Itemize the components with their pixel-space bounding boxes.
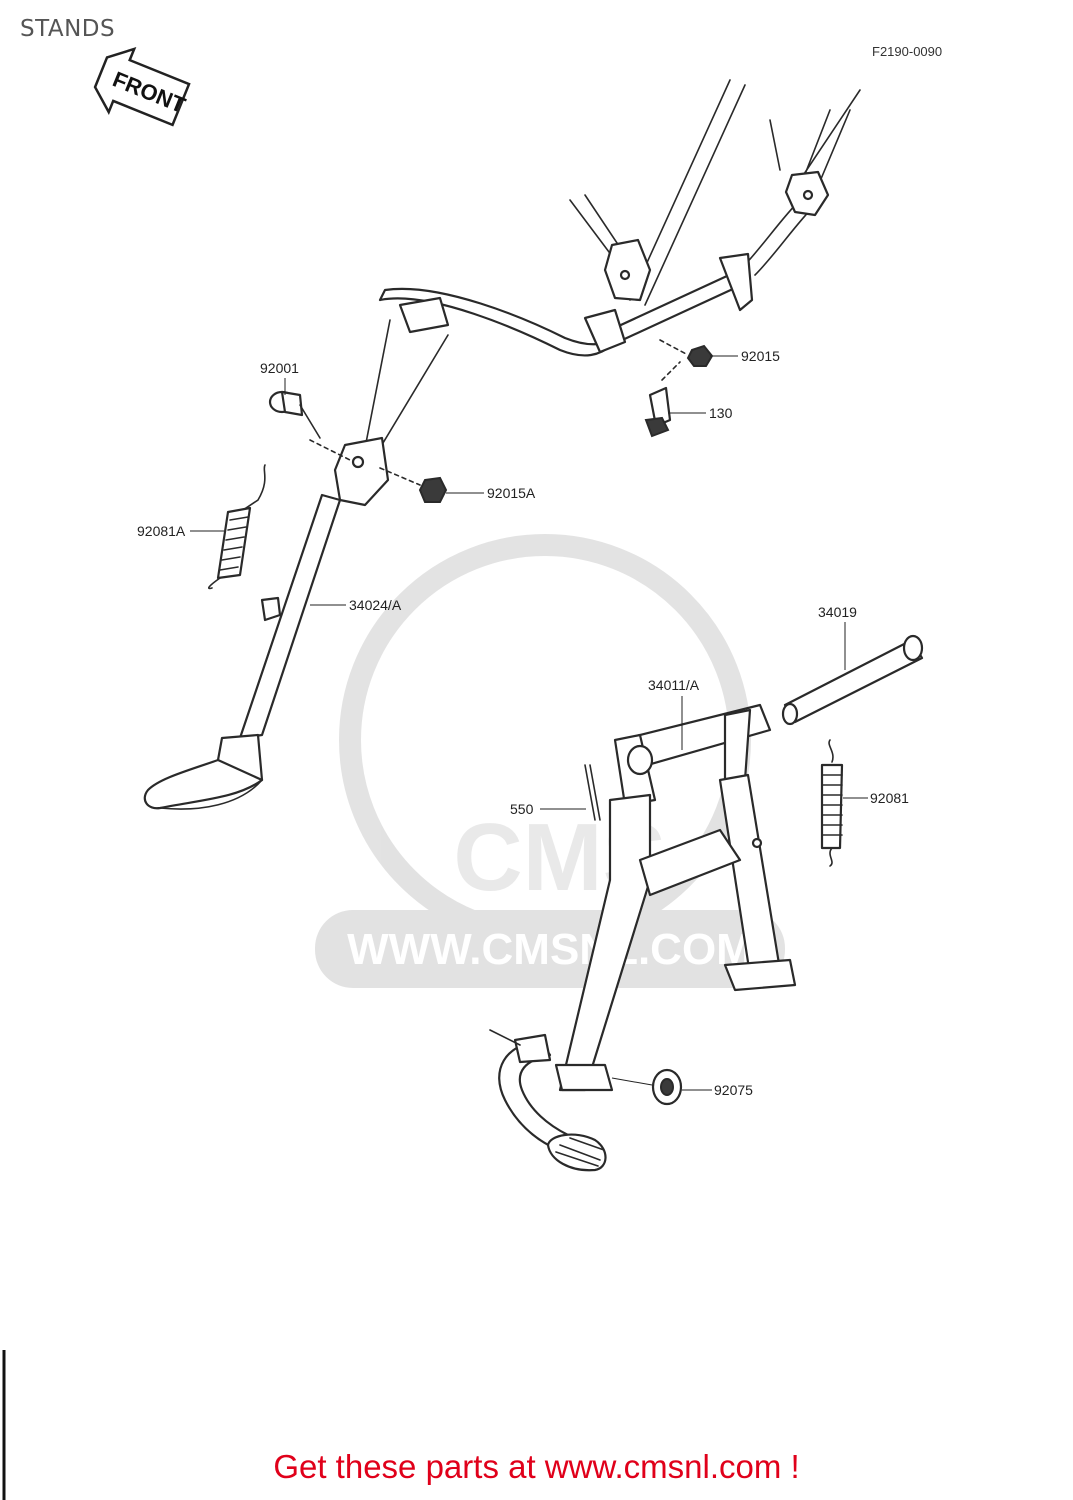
footer-parts-link[interactable]: Get these parts at www.cmsnl.com !	[273, 1448, 800, 1485]
callout-label: 34011/A	[648, 677, 700, 693]
front-direction-arrow-icon: FRONT	[93, 47, 191, 127]
callout-92001: 92001	[260, 360, 299, 395]
figure-code: F2190-0090	[872, 44, 943, 59]
cotter-pin-550	[584, 764, 601, 821]
callout-550: 550	[510, 801, 586, 817]
callout-label: 92015A	[487, 485, 536, 501]
nut-92015a	[379, 467, 448, 503]
callout-label: 92075	[714, 1082, 753, 1098]
callout-92015a: 92015A	[446, 485, 536, 501]
callout-label: 92015	[741, 348, 780, 364]
spring-92081	[820, 739, 844, 867]
pivot-shaft-34019	[781, 634, 924, 726]
frame-tubes	[378, 79, 861, 357]
callout-label: 92001	[260, 360, 299, 376]
bolt-130	[644, 361, 681, 438]
spring-92081a	[208, 464, 266, 590]
center-stand-34011-a	[489, 703, 797, 1172]
watermark-banner	[315, 910, 785, 988]
callout-130: 130	[668, 405, 733, 421]
callout-92081: 92081	[843, 790, 909, 806]
callout-label: 130	[709, 405, 733, 421]
callout-label: 34019	[818, 604, 857, 620]
callout-label: 92081	[870, 790, 909, 806]
callout-label: 550	[510, 801, 534, 817]
callout-label: 34024/A	[349, 597, 402, 613]
watermark-text: WWW.CMSNL.COM	[347, 925, 753, 974]
callout-34024-a: 34024/A	[310, 597, 402, 613]
callout-34011-a: 34011/A	[648, 677, 700, 750]
bolt-92001	[268, 390, 351, 461]
rubber-stopper-92075	[651, 1068, 683, 1106]
callout-92015: 92015	[710, 348, 780, 364]
callout-label: 92081A	[137, 523, 186, 539]
callout-34019: 34019	[818, 604, 857, 670]
callout-92081a: 92081A	[137, 523, 224, 539]
callout-92075: 92075	[611, 1077, 753, 1098]
page-title: STANDS	[20, 16, 116, 42]
side-stand-34024-a	[143, 319, 449, 810]
nut-92015	[659, 339, 714, 367]
